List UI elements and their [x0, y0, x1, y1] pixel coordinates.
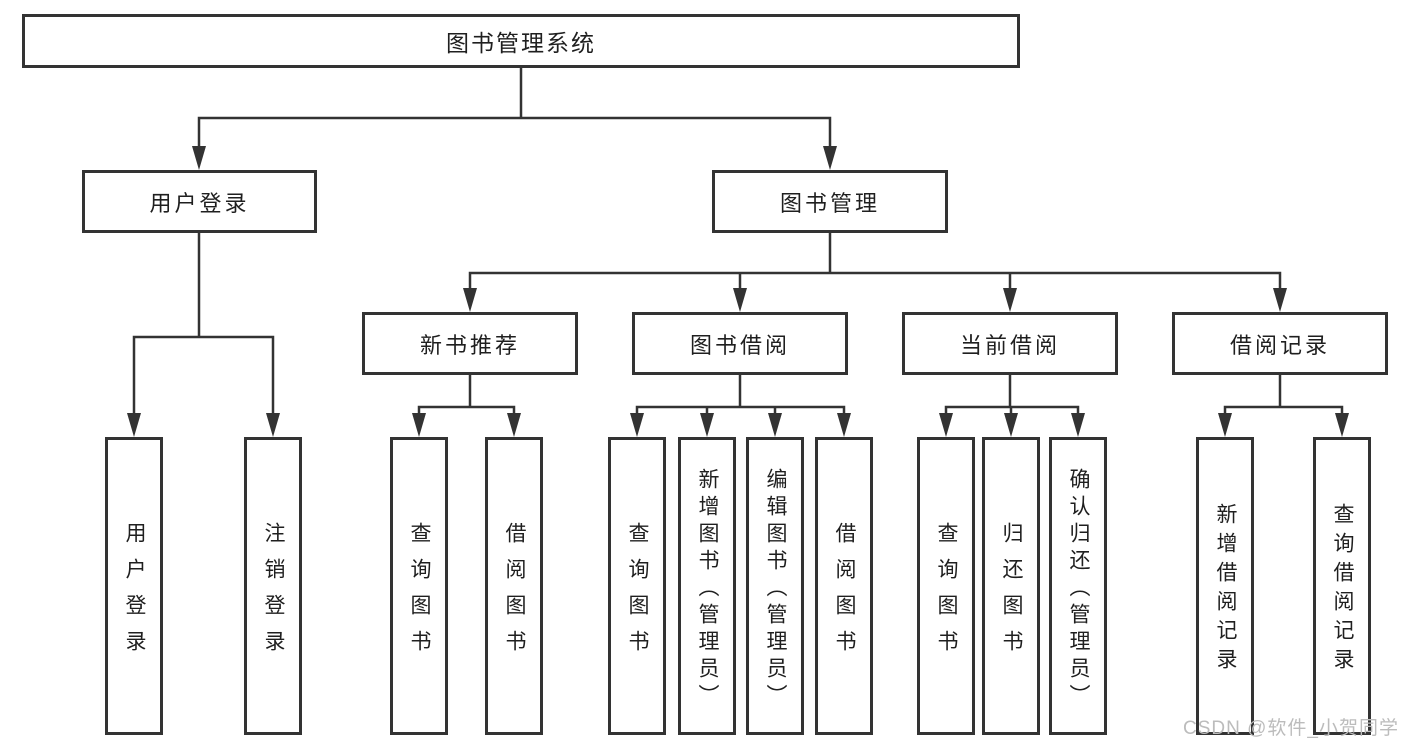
leaf-add-books-admin-label: 新增图书（管理员） — [696, 467, 719, 711]
node-borrow-record: 借阅记录 — [1172, 312, 1388, 375]
leaf-confirm-return-admin-label: 确认归还（管理员） — [1067, 467, 1090, 711]
node-user-login: 用户登录 — [82, 170, 317, 233]
leaf-return-books: 归还图书 — [982, 437, 1040, 735]
leaf-borrow-books: 借阅图书 — [815, 437, 873, 735]
leaf-add-borrow-record-label: 新增借阅记录 — [1214, 503, 1237, 677]
csdn-watermark: CSDN @软件_小贺同学 — [1183, 718, 1399, 739]
arrowheads — [127, 146, 1349, 437]
leaf-query-borrow-record: 查询借阅记录 — [1313, 437, 1371, 735]
leaf-return-books-label: 归还图书 — [1000, 521, 1023, 666]
leaf-borrow-books-label: 借阅图书 — [833, 521, 856, 666]
leaf-user-login-label: 用户登录 — [123, 521, 146, 666]
leaf-logout: 注销登录 — [244, 437, 302, 735]
leaf-add-books-admin: 新增图书（管理员） — [678, 437, 736, 735]
node-current-borrow: 当前借阅 — [902, 312, 1118, 375]
node-new-book-recommend: 新书推荐 — [362, 312, 578, 375]
leaf-edit-books-admin-label: 编辑图书（管理员） — [764, 467, 787, 711]
leaf-recommend-borrow-books-label: 借阅图书 — [503, 521, 526, 666]
leaf-logout-label: 注销登录 — [262, 521, 285, 666]
leaf-recommend-query-books-label: 查询图书 — [408, 521, 431, 666]
leaf-edit-books-admin: 编辑图书（管理员） — [746, 437, 804, 735]
leaf-current-query-books-label: 查询图书 — [935, 521, 958, 666]
leaf-query-borrow-record-label: 查询借阅记录 — [1331, 503, 1354, 677]
leaf-user-login: 用户登录 — [105, 437, 163, 735]
leaf-borrow-query-books-label: 查询图书 — [626, 521, 649, 666]
leaf-confirm-return-admin: 确认归还（管理员） — [1049, 437, 1107, 735]
leaf-recommend-query-books: 查询图书 — [390, 437, 448, 735]
leaf-recommend-borrow-books: 借阅图书 — [485, 437, 543, 735]
node-book-management: 图书管理 — [712, 170, 948, 233]
node-root-system: 图书管理系统 — [22, 14, 1020, 68]
leaf-add-borrow-record: 新增借阅记录 — [1196, 437, 1254, 735]
leaf-current-query-books: 查询图书 — [917, 437, 975, 735]
leaf-borrow-query-books: 查询图书 — [608, 437, 666, 735]
node-book-borrow: 图书借阅 — [632, 312, 848, 375]
